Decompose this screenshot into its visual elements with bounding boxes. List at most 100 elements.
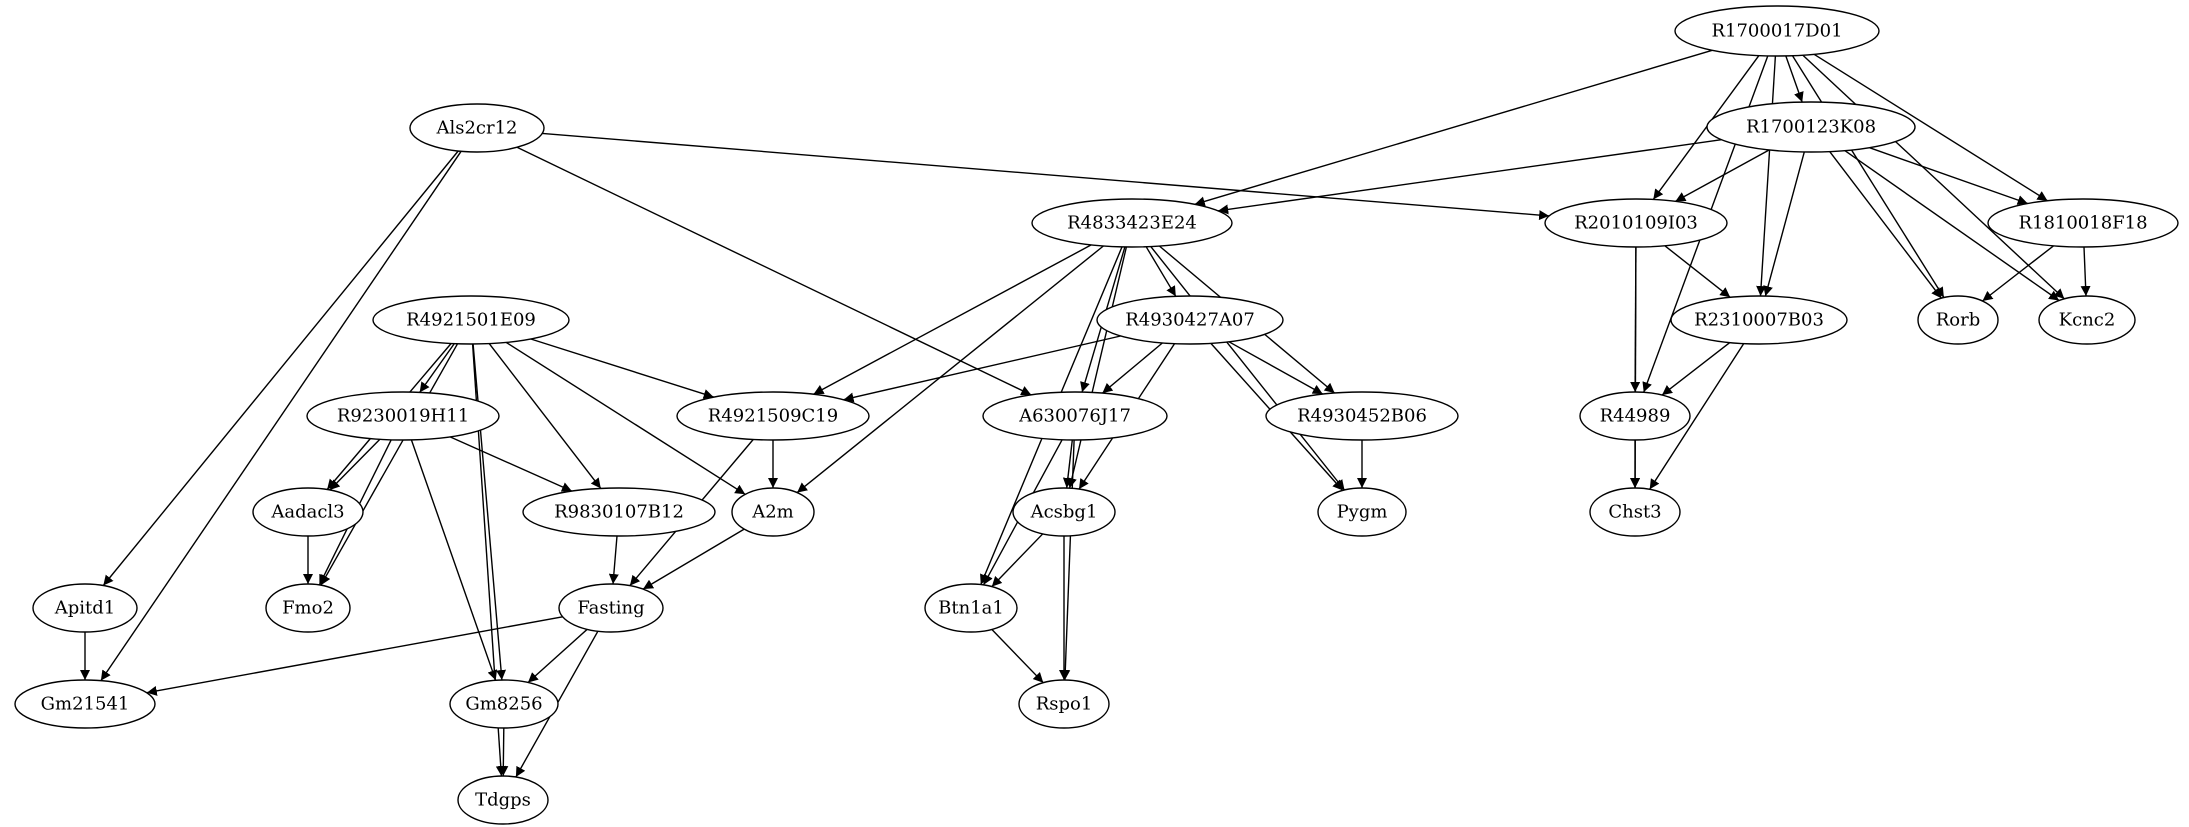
node-r4921501e09[interactable]: R4921501E09 xyxy=(372,295,570,345)
edge-r1700123k08-to-r1810018f18 xyxy=(1869,147,2028,205)
node-r4833423e24[interactable]: R4833423E24 xyxy=(1031,198,1233,248)
edge-r1700017d01-to-r4833423e24 xyxy=(1194,49,1713,207)
node-label: Btn1a1 xyxy=(938,598,1004,619)
node-r9230019h11[interactable]: R9230019H11 xyxy=(306,391,500,441)
node-ellipse xyxy=(1018,679,1110,729)
node-a2m[interactable]: A2m xyxy=(731,487,815,537)
node-label: Gm21541 xyxy=(41,694,130,715)
node-r44989[interactable]: R44989 xyxy=(1579,391,1691,441)
edge-a2m-to-fasting xyxy=(642,528,745,590)
edge-r4833423e24-to-acsbg1 xyxy=(1067,246,1128,489)
node-label: R9230019H11 xyxy=(337,406,469,427)
node-pygm[interactable]: Pygm xyxy=(1317,487,1407,537)
node-label: Gm8256 xyxy=(465,694,542,715)
node-r9830107b12[interactable]: R9830107B12 xyxy=(522,487,716,537)
node-label: Acsbg1 xyxy=(1030,502,1098,523)
edge-r9830107b12-to-fasting xyxy=(608,535,619,585)
edge-r1700017d01-to-r1810018f18 xyxy=(1813,53,2048,202)
node-label: Pygm xyxy=(1337,502,1388,523)
node-acsbg1[interactable]: Acsbg1 xyxy=(1012,487,1116,537)
edge-r4833423e24-to-r4921509c19 xyxy=(813,244,1092,395)
node-label: R4833423E24 xyxy=(1067,213,1197,234)
node-label: Chst3 xyxy=(1608,502,1661,523)
edge-r4833423e24-to-pygm xyxy=(1150,246,1346,491)
node-kcnc2[interactable]: Kcnc2 xyxy=(2038,295,2136,345)
node-label: A2m xyxy=(751,502,794,523)
node-label: R9830107B12 xyxy=(554,502,684,523)
node-label: R4930452B06 xyxy=(1297,406,1427,427)
edge-r4833423e24-to-a2m xyxy=(796,245,1104,494)
edge-r9230019h11-to-gm8256 xyxy=(410,439,498,681)
node-ellipse xyxy=(982,391,1168,441)
edge-r1700123k08-to-r4833423e24 xyxy=(1218,139,1722,215)
node-r1700123k08[interactable]: R1700123K08 xyxy=(1706,101,1916,153)
edge-r4833423e24-to-r4930427a07 xyxy=(1145,246,1177,297)
edge-als2cr12-to-r2010109i03 xyxy=(542,132,1550,221)
node-ellipse xyxy=(306,391,500,441)
node-rorb[interactable]: Rorb xyxy=(1917,295,1999,345)
node-label: Rspo1 xyxy=(1036,694,1093,715)
node-r4921509c19[interactable]: R4921509C19 xyxy=(676,391,870,441)
edge-r4930427a07-to-r4921509c19 xyxy=(843,335,1121,403)
node-ellipse xyxy=(1265,391,1459,441)
edge-r2010109i03-to-r2310007b03 xyxy=(1664,245,1731,298)
edge-als2cr12-to-gm21541 xyxy=(100,150,462,681)
node-ellipse xyxy=(1706,101,1916,153)
node-ellipse xyxy=(731,487,815,537)
edge-fasting-to-gm21541 xyxy=(146,616,563,696)
node-label: R44989 xyxy=(1600,406,1671,427)
edge-gm8256-to-tdgps xyxy=(498,727,509,777)
edges-layer xyxy=(80,49,2091,778)
node-ellipse xyxy=(1670,295,1848,345)
edge-r1700123k08-to-r2310007b03 xyxy=(1763,151,1805,297)
node-aadacl3[interactable]: Aadacl3 xyxy=(252,487,364,537)
node-label: Aadacl3 xyxy=(270,502,344,523)
node-ellipse xyxy=(449,679,559,729)
node-r4930452b06[interactable]: R4930452B06 xyxy=(1265,391,1459,441)
node-label: Fmo2 xyxy=(282,598,334,619)
node-label: Rorb xyxy=(1936,310,1981,331)
edge-r1700017d01-to-r1700123k08 xyxy=(1785,55,1804,103)
node-rspo1[interactable]: Rspo1 xyxy=(1018,679,1110,729)
node-label: Apitd1 xyxy=(54,598,116,619)
node-label: R1810018F18 xyxy=(2018,213,2147,234)
node-label: A630076J17 xyxy=(1018,406,1131,427)
node-chst3[interactable]: Chst3 xyxy=(1589,487,1681,537)
edge-r4921501e09-to-a2m xyxy=(505,341,746,495)
edge-r1700123k08-to-r2010109i03 xyxy=(1675,149,1770,203)
node-ellipse xyxy=(1987,198,2179,248)
edge-r9230019h11-to-r9830107b12 xyxy=(449,436,573,492)
node-gm8256[interactable]: Gm8256 xyxy=(449,679,559,729)
edge-a630076j17-to-acsbg1 xyxy=(1062,439,1073,489)
node-fmo2[interactable]: Fmo2 xyxy=(265,583,351,633)
edge-r9230019h11-to-aadacl3 xyxy=(329,438,381,491)
node-ellipse xyxy=(522,487,716,537)
node-gm21541[interactable]: Gm21541 xyxy=(14,679,156,729)
node-ellipse xyxy=(1096,295,1284,345)
node-ellipse xyxy=(2038,295,2136,345)
node-btn1a1[interactable]: Btn1a1 xyxy=(924,583,1018,633)
node-a630076j17[interactable]: A630076J17 xyxy=(982,391,1168,441)
node-r2010109i03[interactable]: R2010109I03 xyxy=(1544,198,1728,248)
edge-acsbg1-to-btn1a1 xyxy=(991,533,1044,588)
node-tdgps[interactable]: Tdgps xyxy=(457,775,549,825)
edge-r4930427a07-to-a630076j17 xyxy=(1101,342,1163,394)
node-apitd1[interactable]: Apitd1 xyxy=(32,583,138,633)
node-ellipse xyxy=(457,775,549,825)
node-ellipse xyxy=(558,583,664,633)
node-ellipse xyxy=(1917,295,1999,345)
node-label: Als2cr12 xyxy=(435,118,517,139)
node-r2310007b03[interactable]: R2310007B03 xyxy=(1670,295,1848,345)
node-r1700017d01[interactable]: R1700017D01 xyxy=(1674,5,1880,57)
node-fasting[interactable]: Fasting xyxy=(558,583,664,633)
node-label: R1700017D01 xyxy=(1711,21,1842,42)
node-als2cr12[interactable]: Als2cr12 xyxy=(409,103,545,153)
node-r1810018f18[interactable]: R1810018F18 xyxy=(1987,198,2179,248)
node-r4930427a07[interactable]: R4930427A07 xyxy=(1096,295,1284,345)
edge-als2cr12-to-apitd1 xyxy=(102,150,459,586)
edge-btn1a1-to-rspo1 xyxy=(991,628,1044,684)
edge-a630076j17-to-rspo1 xyxy=(1060,439,1075,681)
node-label: R1700123K08 xyxy=(1746,117,1876,138)
node-ellipse xyxy=(1012,487,1116,537)
node-ellipse xyxy=(1544,198,1728,248)
